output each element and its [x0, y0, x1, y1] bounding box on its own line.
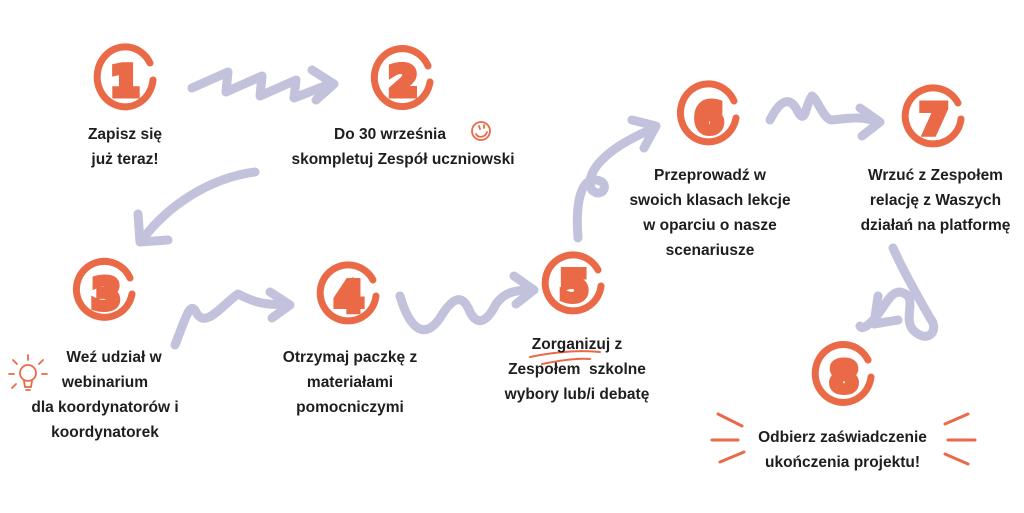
step-7-line-1: Wrzuć z Zespołem: [868, 167, 1003, 184]
step-3-line-2: webinarium: [61, 374, 149, 391]
arrow-6-to-7: [765, 91, 885, 141]
step-5-number: 5: [560, 264, 588, 310]
arrow-2-to-3: [133, 167, 260, 247]
step-6-number: 6: [695, 96, 723, 142]
sparkle-lines-icon: [710, 412, 977, 466]
step-3-line-3: dla koordynatorów i: [31, 399, 179, 416]
arrow-4-to-5: [395, 271, 539, 335]
step-7-label: Wrzuć z Zespołem relację z Waszych dział…: [848, 163, 1023, 238]
arrow-5-to-6: [572, 115, 661, 243]
step-4-number: 4: [335, 275, 363, 321]
underline-mark: [529, 350, 601, 365]
step-1-label: Zapisz się już teraz!: [60, 122, 190, 172]
step-7-line-2: relację z Waszych: [869, 192, 1002, 209]
step-6-label: Przeprowadź w swoich klasach lekcje w op…: [615, 163, 805, 263]
step-4-badge: 4: [316, 261, 380, 325]
step-6-line-4: scenariusze: [665, 242, 755, 259]
step-2-number: 2: [389, 59, 417, 105]
step-5-badge: 5: [541, 251, 605, 315]
step-6-line-3: w oparciu o nasze: [643, 217, 777, 234]
step-6-badge: 6: [676, 80, 740, 146]
step-1-badge: 1: [93, 43, 157, 111]
arrow-7-to-8: [855, 243, 939, 341]
step-4-label: Otrzymaj paczkę z materiałami pomocniczy…: [265, 345, 435, 420]
step-2-label: Do 30 września skompletuj Zespół uczniow…: [278, 122, 528, 172]
step-8-line-1: Odbierz zaświadczenie: [758, 429, 927, 446]
step-2-badge: 2: [370, 45, 434, 111]
smile-icon: [471, 121, 491, 141]
step-5-line-2: Zespołem szkolne: [508, 361, 646, 378]
step-5-label: Zorganizuj z Zespołem szkolne wybory lub…: [487, 332, 667, 407]
step-4-line-3: pomocniczymi: [296, 399, 404, 416]
step-3-badge: 3: [72, 257, 136, 322]
step-3-label: Weź udział w webinarium dla koordynatoró…: [10, 345, 200, 445]
step-4-line-1: Otrzymaj paczkę z: [282, 349, 418, 366]
arrow-1-to-2: [187, 65, 339, 105]
step-8-line-2: ukończenia projektu!: [764, 454, 921, 471]
step-7-line-3: działań na platformę: [860, 217, 1011, 234]
arrow-3-to-4: [170, 287, 295, 350]
step-7-number: 7: [920, 97, 948, 143]
step-2-line-1: Do 30 września: [334, 126, 446, 143]
step-1-number: 1: [111, 59, 139, 105]
step-3-number: 3: [92, 272, 120, 318]
step-6-line-2: swoich klasach lekcje: [629, 192, 791, 209]
step-1-line-2: już teraz!: [91, 151, 159, 168]
step-8-label: Odbierz zaświadczenie ukończenia projekt…: [745, 425, 940, 475]
step-2-line-2: skompletuj Zespół uczniowski: [291, 151, 515, 168]
step-6-line-1: Przeprowadź w: [654, 167, 766, 184]
step-4-line-2: materiałami: [306, 374, 394, 391]
step-8-badge: 8: [811, 340, 875, 406]
step-1-line-1: Zapisz się: [87, 126, 163, 143]
step-3-line-4: koordynatorek: [51, 424, 159, 441]
step-5-line-3: wybory lub/i debatę: [504, 386, 650, 403]
step-3-line-1: Weź udział w: [66, 349, 162, 366]
lightbulb-icon: [8, 354, 48, 391]
step-8-number: 8: [830, 355, 858, 401]
step-5-line-1: Zorganizuj z: [531, 336, 623, 353]
step-7-badge: 7: [901, 84, 965, 148]
